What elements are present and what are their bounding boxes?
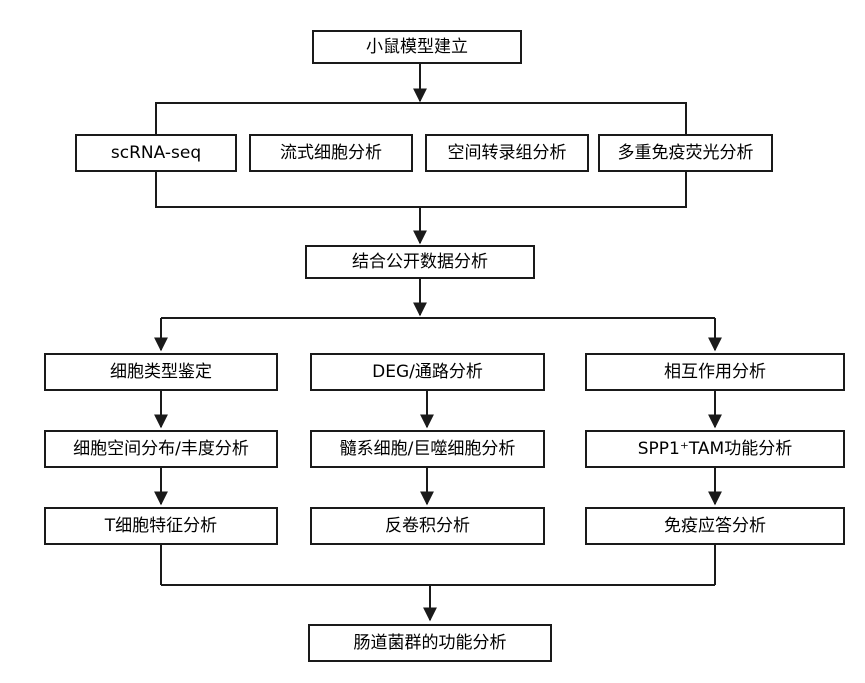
node-mouse-model: 小鼠模型建立 <box>312 30 522 64</box>
node-spatial-abundance: 细胞空间分布/丰度分析 <box>44 430 278 468</box>
node-spatial-transcriptomics: 空间转录组分析 <box>425 134 589 172</box>
node-public-data: 结合公开数据分析 <box>305 245 535 279</box>
node-interaction: 相互作用分析 <box>585 353 845 391</box>
node-deconvolution: 反卷积分析 <box>310 507 545 545</box>
node-multiplex-if: 多重免疫荧光分析 <box>598 134 773 172</box>
node-flow-cytometry: 流式细胞分析 <box>249 134 413 172</box>
node-gut-microbiota: 肠道菌群的功能分析 <box>308 624 552 662</box>
node-myeloid-macrophage: 髓系细胞/巨噬细胞分析 <box>310 430 545 468</box>
node-cell-type-id: 细胞类型鉴定 <box>44 353 278 391</box>
node-scrna-seq: scRNA-seq <box>75 134 237 172</box>
node-spp1-tam: SPP1⁺TAM功能分析 <box>585 430 845 468</box>
node-immune-response: 免疫应答分析 <box>585 507 845 545</box>
node-tcell-features: T细胞特征分析 <box>44 507 278 545</box>
node-deg-pathway: DEG/通路分析 <box>310 353 545 391</box>
